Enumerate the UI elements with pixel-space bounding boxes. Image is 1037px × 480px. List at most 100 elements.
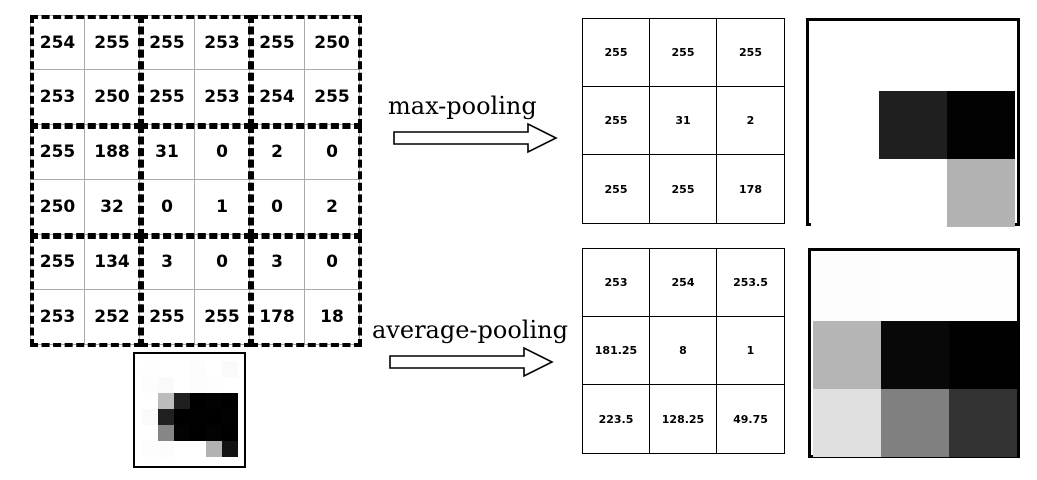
input-image: [133, 352, 246, 468]
max-pooling-image-pixel: [947, 23, 1015, 91]
input-image-pixel: [142, 377, 158, 393]
max-pooling-arrow: [393, 122, 558, 154]
input-image-pixel: [174, 409, 190, 425]
max-pooling-label: max-pooling: [388, 92, 537, 120]
max-pooling-image-pixel: [879, 159, 947, 227]
input-image-pixel: [142, 425, 158, 441]
input-cell: 255: [250, 15, 305, 70]
average-pooling-cell: 181.25: [583, 317, 650, 385]
average-pooling-image-pixel: [813, 253, 881, 321]
input-image-pixel: [142, 409, 158, 425]
input-cell: 188: [85, 125, 140, 180]
max-pooling-image-pixel: [879, 91, 947, 159]
average-pooling-image-pixel: [881, 321, 949, 389]
input-image-pixel: [206, 425, 222, 441]
max-pooling-image-pixel: [947, 91, 1015, 159]
input-cell: 253: [30, 290, 85, 345]
input-image-pixel: [206, 393, 222, 409]
average-pooling-arrow: [389, 346, 554, 378]
average-pooling-image-pixel: [881, 389, 949, 457]
max-pooling-cell: 255: [650, 19, 717, 87]
max-pooling-cell: 255: [583, 87, 650, 155]
input-cell: 18: [305, 290, 360, 345]
average-pooling-image-pixel: [949, 253, 1017, 321]
max-pooling-image-pixel: [879, 23, 947, 91]
input-image-pixel: [190, 393, 206, 409]
input-image-pixel: [158, 425, 174, 441]
max-pooling-image-pixel: [811, 159, 879, 227]
max-pooling-cell: 255: [650, 155, 717, 223]
input-cell: 255: [305, 70, 360, 125]
input-image-pixel: [174, 361, 190, 377]
input-image-pixel: [222, 409, 238, 425]
max-pooling-image-pixel: [811, 91, 879, 159]
input-cell: 32: [85, 180, 140, 235]
max-pooling-cell: 31: [650, 87, 717, 155]
input-image-pixel: [222, 441, 238, 457]
input-image-pixel: [174, 377, 190, 393]
input-cell: 0: [305, 125, 360, 180]
input-cell: 255: [30, 235, 85, 290]
input-cell: 255: [140, 15, 195, 70]
max-pooling-image-pixel: [947, 159, 1015, 227]
input-image-pixel: [190, 425, 206, 441]
input-cell: 255: [140, 290, 195, 345]
average-pooling-image-pixel: [881, 253, 949, 321]
input-image-pixel: [190, 361, 206, 377]
input-image-pixel: [190, 377, 206, 393]
average-pooling-image-pixel: [949, 389, 1017, 457]
average-pooling-cell: 223.5: [583, 385, 650, 453]
input-image-pixel: [190, 409, 206, 425]
input-image-pixel: [222, 425, 238, 441]
average-pooling-image-pixel: [949, 321, 1017, 389]
max-pooling-image-pixel: [811, 23, 879, 91]
average-pooling-image-pixels: [813, 253, 1017, 457]
input-cell: 0: [250, 180, 305, 235]
input-cell: 2: [250, 125, 305, 180]
average-pooling-output-image: [808, 248, 1020, 458]
input-image-pixel: [142, 441, 158, 457]
max-pooling-cell: 255: [717, 19, 784, 87]
max-pooling-cell: 255: [583, 19, 650, 87]
average-pooling-cell: 128.25: [650, 385, 717, 453]
input-image-pixel: [206, 361, 222, 377]
input-cell: 253: [195, 70, 250, 125]
average-pooling-image-pixel: [813, 389, 881, 457]
input-cell: 134: [85, 235, 140, 290]
input-image-pixel: [174, 425, 190, 441]
input-cell: 0: [305, 235, 360, 290]
input-cell: 252: [85, 290, 140, 345]
input-cell: 1: [195, 180, 250, 235]
input-cell: 255: [30, 125, 85, 180]
input-image-pixel: [206, 409, 222, 425]
input-cell: 254: [250, 70, 305, 125]
max-pooling-cell: 178: [739, 182, 762, 196]
input-cell: 250: [305, 15, 360, 70]
input-cell: 3: [140, 235, 195, 290]
input-image-pixel: [158, 361, 174, 377]
input-image-pixel: [174, 393, 190, 409]
input-image-pixel: [222, 393, 238, 409]
input-cell: 254: [30, 15, 85, 70]
average-pooling-cell: 49.75: [733, 412, 768, 426]
input-image-pixel: [158, 393, 174, 409]
input-cell: 0: [140, 180, 195, 235]
input-cell: 250: [85, 70, 140, 125]
input-image-pixel: [222, 377, 238, 393]
input-image-pixel: [142, 361, 158, 377]
input-image-pixel: [158, 441, 174, 457]
max-pooling-image-pixels: [811, 23, 1015, 227]
input-cell: 178: [250, 290, 305, 345]
input-image-pixel: [174, 441, 190, 457]
input-image-pixel: [158, 377, 174, 393]
average-pooling-cell: 253.5: [717, 249, 784, 317]
input-cell: 255: [85, 15, 140, 70]
input-cell: 3: [250, 235, 305, 290]
input-image-pixel: [222, 361, 238, 377]
average-pooling-cell: 8: [650, 317, 717, 385]
input-image-pixel: [206, 377, 222, 393]
max-pooling-cell: 2: [717, 87, 784, 155]
input-cell: 255: [140, 70, 195, 125]
